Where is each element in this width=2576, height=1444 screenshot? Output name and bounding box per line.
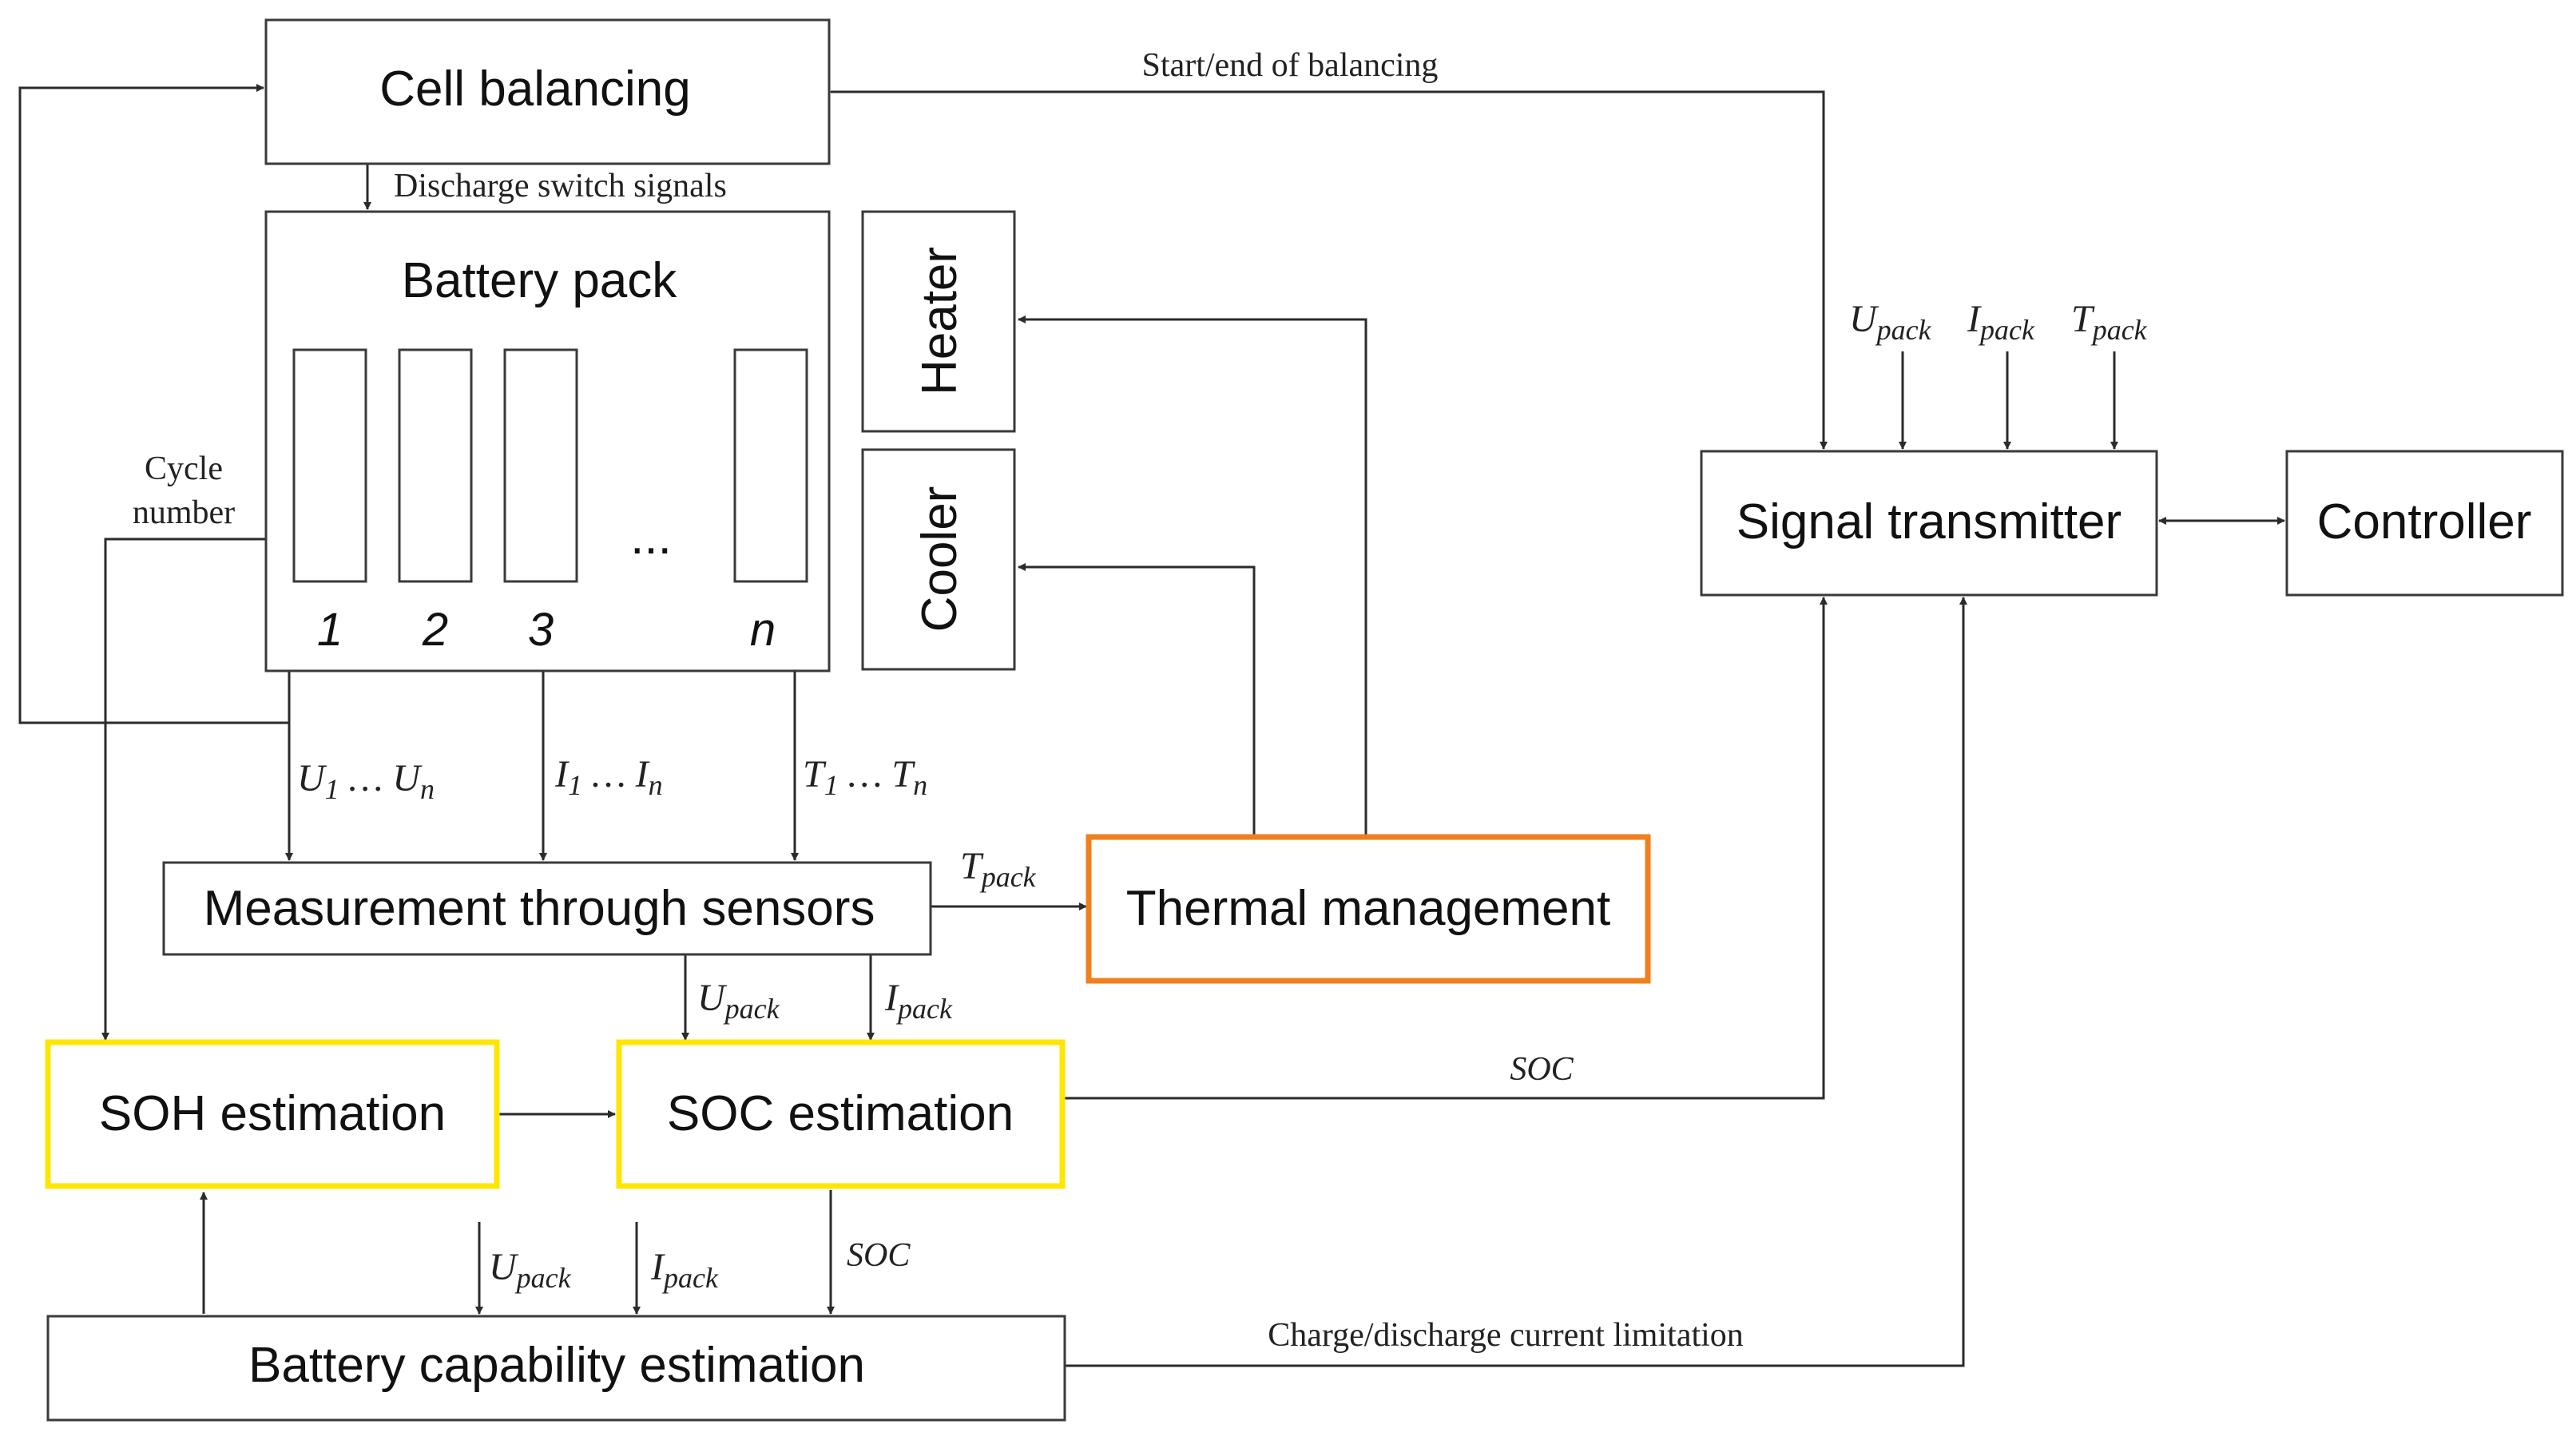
soc-capability-label: SOC [847,1237,911,1274]
measurement-label: Measurement through sensors [204,881,875,936]
wire-soc-transmitter [1065,597,1828,1100]
ext-ipack-label: Ipack [1967,298,2035,346]
battery-capability-block: Battery capability estimation [46,1315,1066,1422]
battery-pack-block: Battery pack 1 2 3 ... n [264,210,831,672]
cell-1-label: 1 [317,604,343,656]
i1-in-label: I1 … In [554,753,663,801]
soh-estimation-block: SOH estimation [45,1039,500,1189]
wire-thermal-heater [1018,315,1367,835]
thermal-management-block: Thermal management [1086,834,1651,984]
cooler-label: Cooler [912,486,967,633]
battery-pack-label: Battery pack [402,253,678,308]
cell-2 [398,348,473,583]
ext-upack-label: Upack [1849,298,1932,346]
cycle-note-line1: Cycle [145,450,223,487]
u1-un-label: U1 … Un [297,757,435,805]
upack-soc-label: Upack [697,977,780,1025]
cell-2-label: 2 [422,604,448,656]
controller-label: Controller [2317,494,2532,549]
controller-block: Controller [2285,450,2564,597]
heater-label: Heater [912,247,967,395]
cell-n [733,348,808,583]
ipack-soc-label: Ipack [884,977,953,1025]
cell-balancing-label: Cell balancing [379,61,690,117]
wire-thermal-cooler [1018,563,1256,835]
cell-ellipsis: ... [630,510,672,565]
cooler-block: Cooler [861,448,1016,671]
cell-3 [503,348,578,583]
thermal-management-label: Thermal management [1126,881,1611,936]
heater-block: Heater [861,210,1016,433]
soc-transmitter-label: SOC [1510,1051,1574,1088]
ext-tpack-label: Tpack [2071,298,2148,346]
upack-capability-label: Upack [489,1246,572,1294]
soc-estimation-block: SOC estimation [616,1039,1066,1189]
discharge-switch-note: Discharge switch signals [394,168,727,204]
cycle-note-line2: number [133,494,235,531]
ipack-capability-label: Ipack [650,1246,719,1294]
start-end-balancing-note: Start/end of balancing [1142,47,1439,84]
signal-transmitter-block: Signal transmitter [1700,450,2158,597]
wire-capability-transmitter [1065,597,1967,1367]
measurement-block: Measurement through sensors [162,861,932,956]
signal-transmitter-label: Signal transmitter [1737,494,2122,549]
soh-estimation-label: SOH estimation [99,1086,446,1141]
battery-capability-label: Battery capability estimation [248,1338,865,1393]
tpack-label: Tpack [960,845,1037,893]
cell-n-label: n [750,604,776,656]
charge-limit-note: Charge/discharge current limitation [1268,1317,1744,1354]
cell-1 [292,348,367,583]
connections [18,84,2285,1367]
soc-estimation-label: SOC estimation [667,1086,1014,1141]
wire-cycle-number [101,538,265,1041]
wire-pack-feedback [18,84,289,724]
wire-balancing-transmitter [824,88,1828,450]
cell-3-label: 3 [528,604,554,656]
cell-balancing-block: Cell balancing [264,18,831,165]
t1-tn-label: T1 … Tn [803,753,927,801]
